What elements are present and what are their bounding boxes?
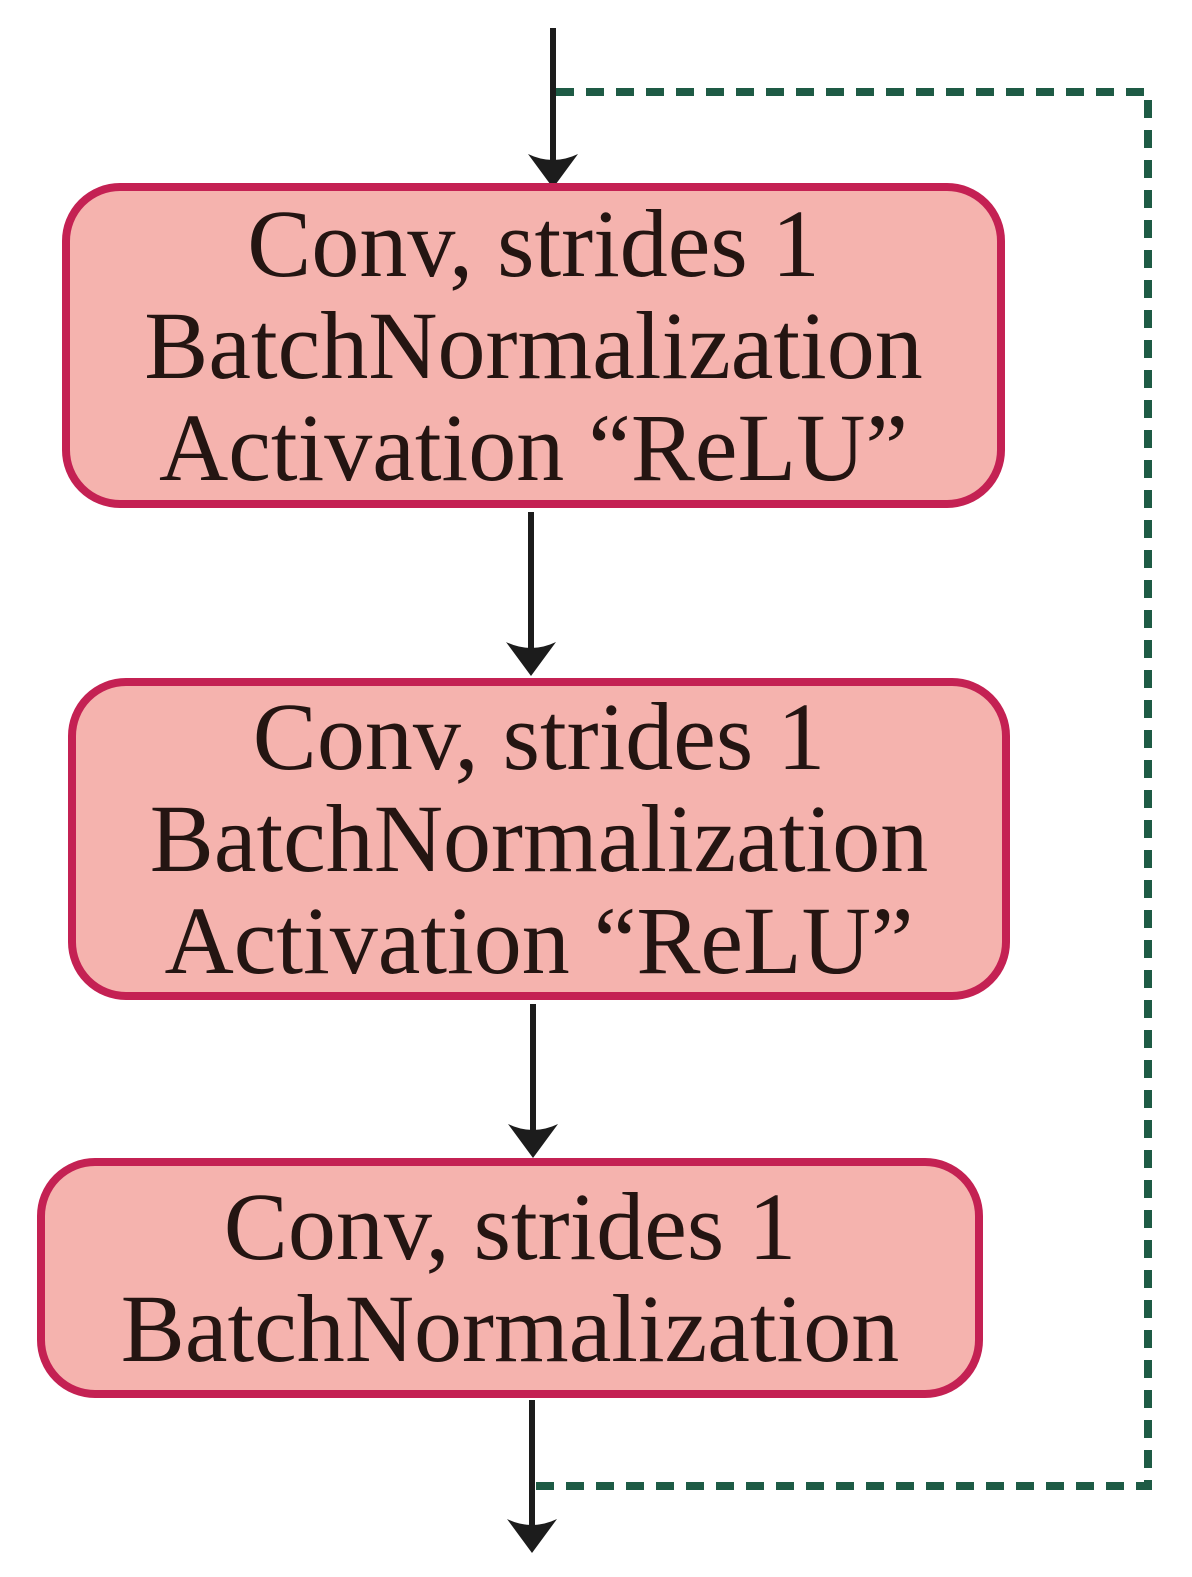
- arrowhead-icon: [506, 642, 556, 676]
- node-line: Conv, strides 1: [223, 1173, 797, 1280]
- node-line: Activation “ReLU”: [158, 393, 909, 501]
- node-line: BatchNormalization: [144, 291, 923, 399]
- node-line: BatchNormalization: [149, 785, 929, 892]
- input-arrow: [528, 28, 578, 188]
- node-line: Conv, strides 1: [252, 683, 826, 790]
- arrowhead-icon: [507, 1519, 557, 1553]
- node-line: BatchNormalization: [120, 1275, 900, 1382]
- node-line: Activation “ReLU”: [164, 887, 914, 994]
- arrow-block1-to-block2: [506, 512, 556, 676]
- arrow-block2-to-block3: [508, 1004, 558, 1158]
- node-line: Conv, strides 1: [247, 189, 820, 297]
- node-conv-block-1: Conv, strides 1 BatchNormalization Activ…: [62, 183, 1005, 508]
- node-conv-block-3: Conv, strides 1 BatchNormalization: [37, 1158, 983, 1398]
- arrowhead-icon: [508, 1124, 558, 1158]
- output-arrow: [507, 1400, 557, 1553]
- node-conv-block-2: Conv, strides 1 BatchNormalization Activ…: [68, 678, 1010, 1000]
